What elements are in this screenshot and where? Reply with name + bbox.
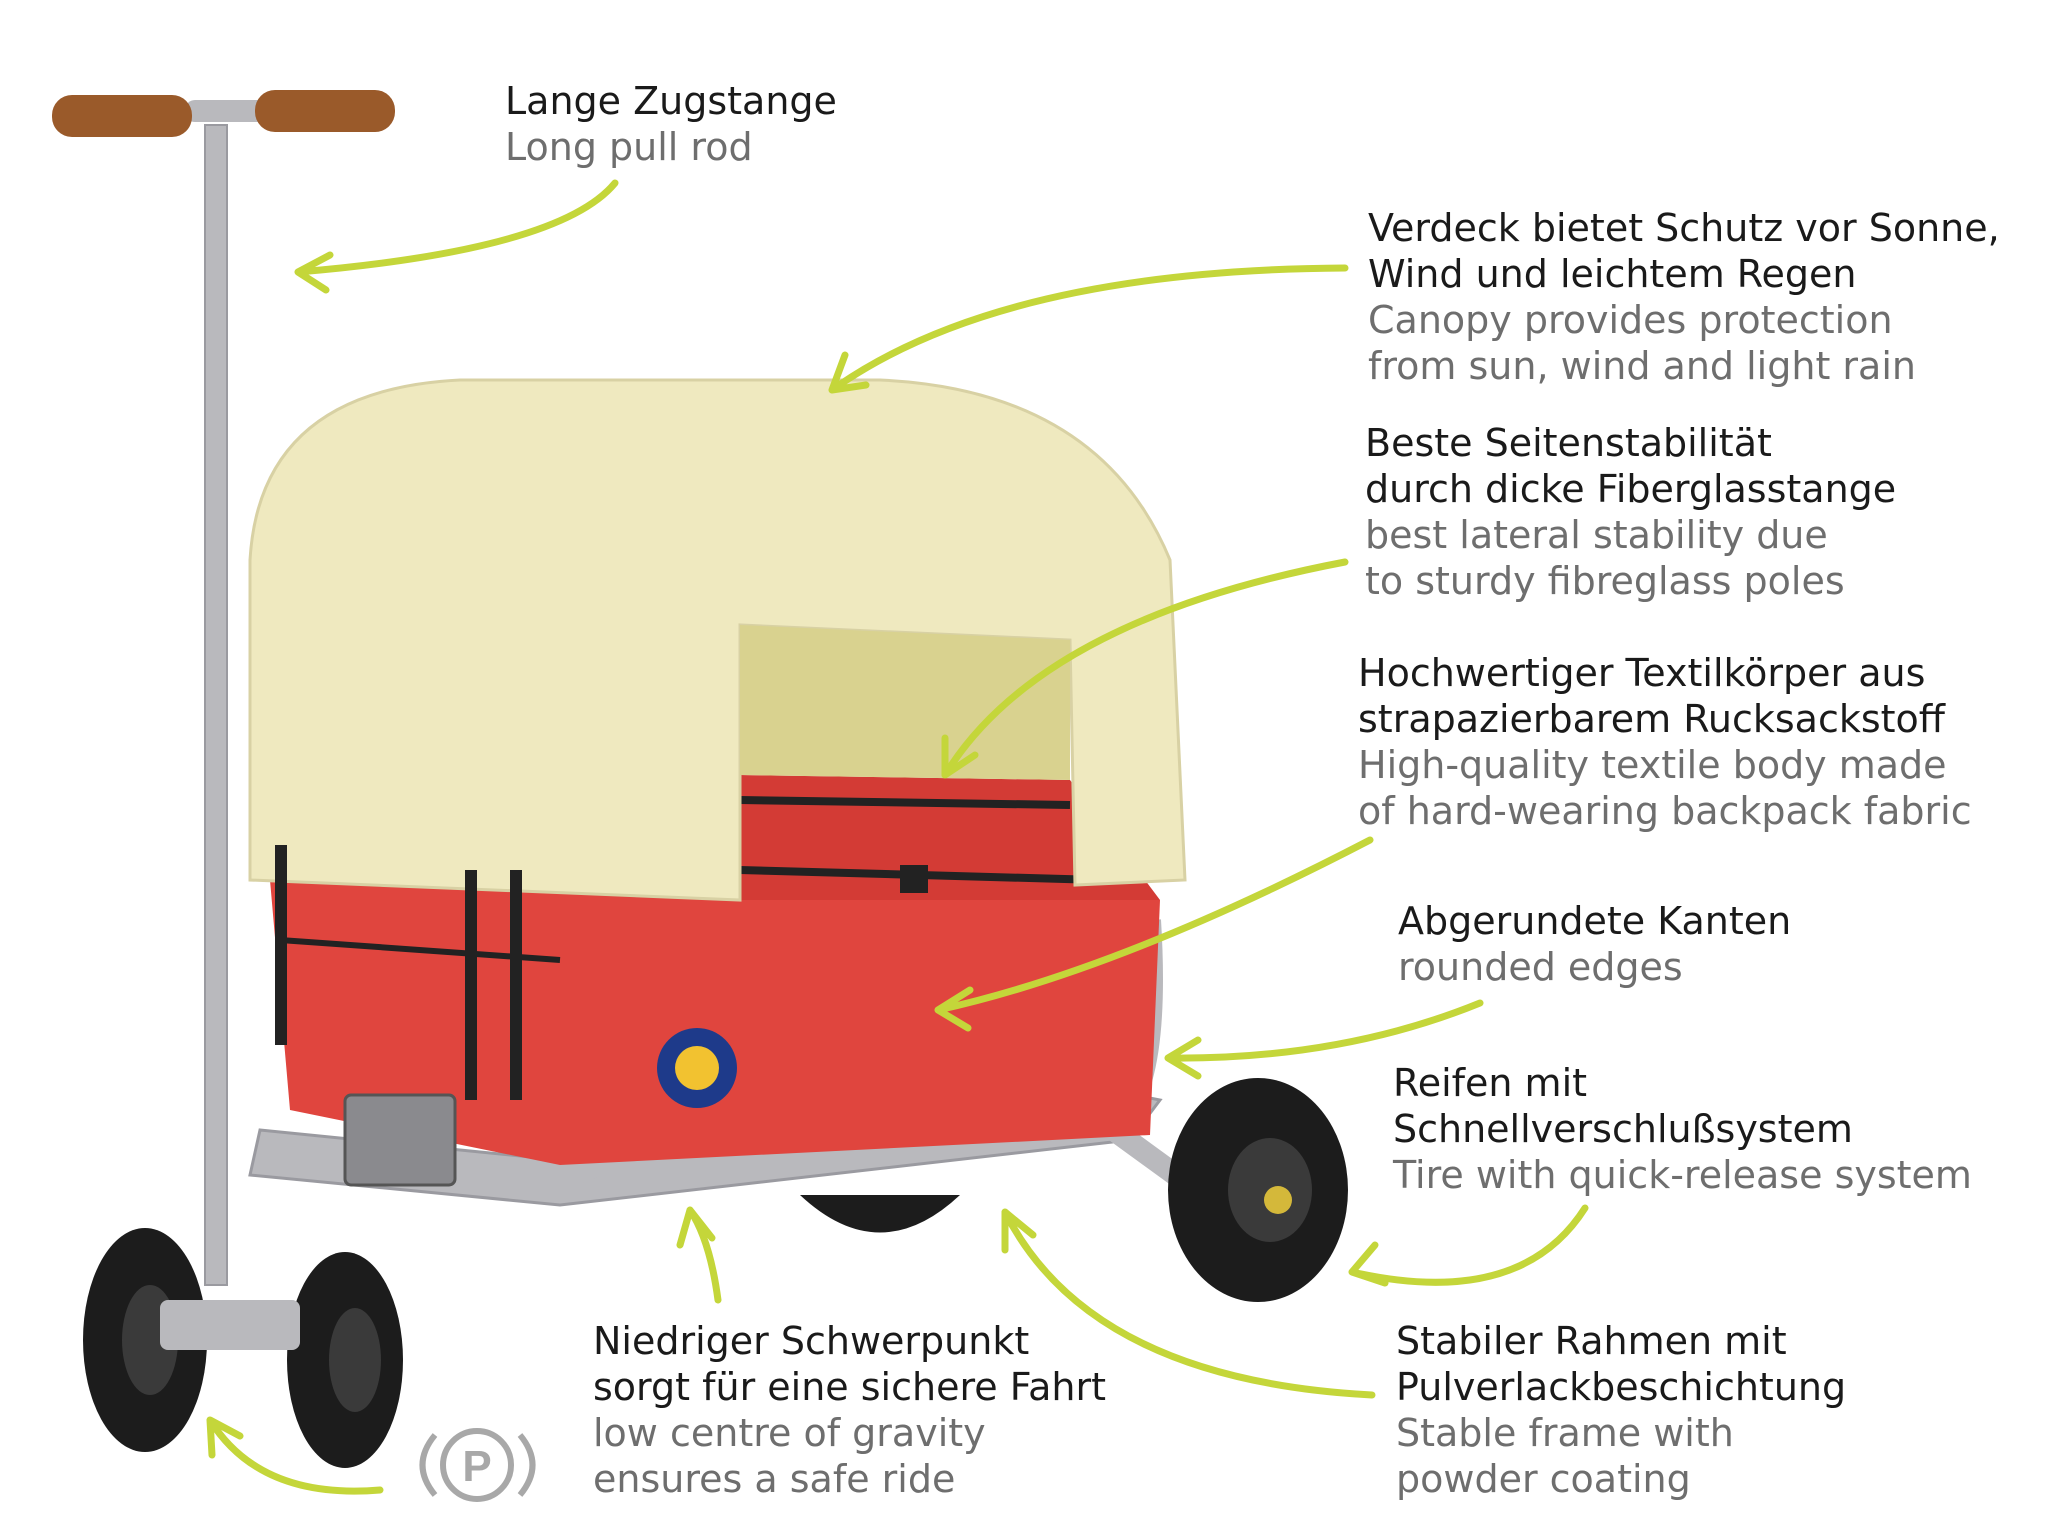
handle-grip-right — [255, 90, 395, 132]
label-en-line1: best lateral stability due — [1365, 513, 1828, 557]
label-de-line1: Niedriger Schwerpunkt — [593, 1319, 1030, 1363]
steering-axle — [160, 1300, 300, 1350]
label-de-line2: strapazierbarem Rucksackstoff — [1358, 697, 1945, 741]
label-de-line1: Beste Seitenstabilität — [1365, 421, 1772, 465]
callout-textile: Hochwertiger Textilkörper aus strapazier… — [1358, 650, 1972, 834]
callout-edges: Abgerundete Kanten rounded edges — [1398, 898, 1791, 990]
label-de-line2: durch dicke Fiberglasstange — [1365, 467, 1897, 511]
wagon-body — [270, 775, 1160, 1165]
label-de-line1: Reifen mit — [1393, 1061, 1588, 1105]
label-de-line1: Lange Zugstange — [505, 79, 837, 123]
label-de-line1: Verdeck bietet Schutz vor Sonne, — [1368, 206, 2000, 250]
arrow-brake — [206, 1416, 384, 1495]
label-en-line2: to sturdy fibreglass poles — [1365, 559, 1845, 603]
callout-canopy: Verdeck bietet Schutz vor Sonne, Wind un… — [1368, 205, 2000, 389]
callout-pull-rod: Lange Zugstange Long pull rod — [505, 78, 837, 170]
rear-wheel-left — [800, 1195, 960, 1233]
arrow-pull-rod — [294, 179, 619, 294]
pull-rod — [52, 90, 395, 1286]
arrow-textile — [934, 836, 1374, 1032]
label-de-line1: Stabiler Rahmen mit — [1396, 1319, 1787, 1363]
arrow-stability — [941, 558, 1349, 779]
label-en-line2: of hard-wearing backpack fabric — [1358, 789, 1972, 833]
label-de-line2: Pulverlackbeschichtung — [1396, 1365, 1847, 1409]
label-en-line2: powder coating — [1396, 1457, 1691, 1501]
canopy — [248, 378, 1187, 902]
arrow-edges — [1164, 999, 1484, 1080]
handle-grip-left — [52, 95, 192, 137]
label-de-line2: Wind und leichtem Regen — [1368, 252, 1857, 296]
label-de-line2: sorgt für eine sichere Fahrt — [593, 1365, 1106, 1409]
callout-stability: Beste Seitenstabilität durch dicke Fiber… — [1365, 420, 1896, 604]
label-de-line1: Hochwertiger Textilkörper aus — [1358, 651, 1926, 695]
label-en-line1: Tire with quick-release system — [1393, 1153, 1972, 1197]
callout-tires: Reifen mit Schnellverschlußsystem Tire w… — [1393, 1060, 1972, 1198]
parking-brake-icon: P — [419, 1428, 536, 1502]
label-en-line1: High-quality textile body made — [1358, 743, 1947, 787]
arrow-frame — [1001, 1208, 1376, 1399]
callout-frame: Stabiler Rahmen mit Pulverlackbeschichtu… — [1396, 1318, 1846, 1502]
label-en-line1: rounded edges — [1398, 945, 1683, 989]
parking-symbol: P — [462, 1442, 491, 1491]
arrow-tires — [1348, 1204, 1589, 1287]
label-de-line2: Schnellverschlußsystem — [1393, 1107, 1853, 1151]
canopy-straps — [275, 845, 522, 1100]
callout-arrows — [206, 179, 1589, 1495]
motor-box — [343, 1093, 457, 1187]
label-en-line2: ensures a safe ride — [593, 1457, 956, 1501]
brand-badge — [657, 1028, 737, 1108]
arrow-gravity — [676, 1206, 722, 1304]
rear-wheel-right — [1168, 1078, 1348, 1302]
callout-gravity: Niedriger Schwerpunkt sorgt für eine sic… — [593, 1318, 1106, 1502]
label-en-line1: Stable frame with — [1396, 1411, 1734, 1455]
label-en-line1: Long pull rod — [505, 125, 753, 169]
arrow-canopy — [828, 264, 1349, 394]
label-de-line1: Abgerundete Kanten — [1398, 899, 1792, 943]
label-en-line1: Canopy provides protection — [1368, 298, 1893, 342]
label-en-line2: from sun, wind and light rain — [1368, 344, 1916, 388]
front-wheel-right — [287, 1252, 403, 1468]
label-en-line1: low centre of gravity — [593, 1411, 986, 1455]
